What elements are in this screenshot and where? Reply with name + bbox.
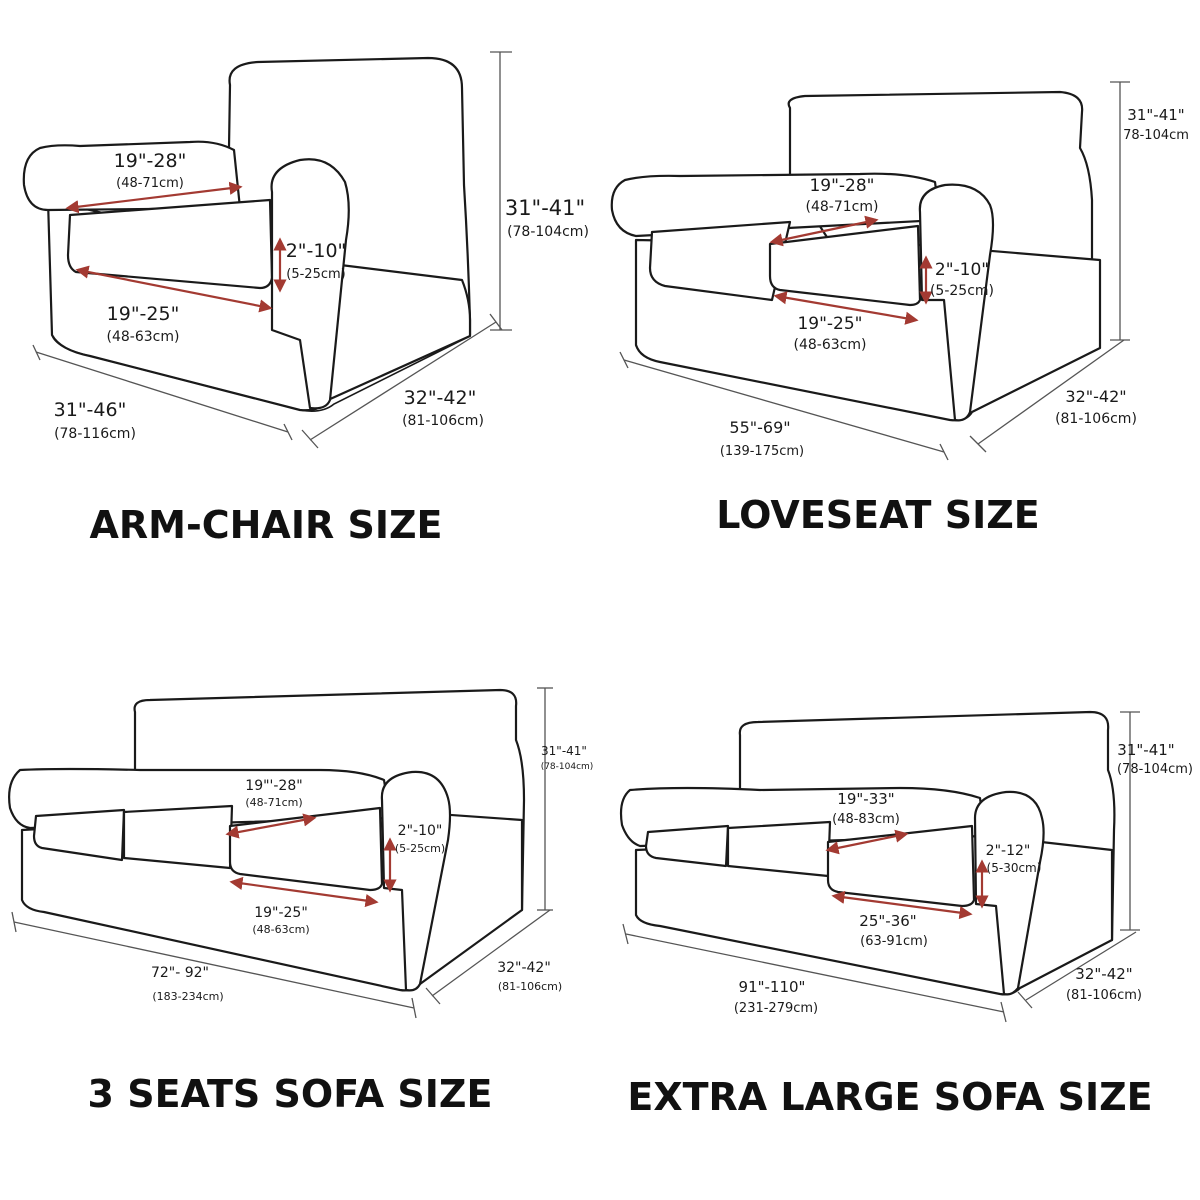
sofa3-height-in: 31"-41": [541, 744, 587, 758]
sofa3-cushion-height-cm: (5-25cm): [395, 842, 445, 855]
xlsofa-width-cm: (231-279cm): [734, 1001, 818, 1016]
loveseat-back-width-cm: (48-71cm): [806, 199, 879, 215]
sofa3-width-line: [13, 921, 415, 1009]
sofa3-right-arm: [380, 770, 452, 992]
loveseat-title: LOVESEAT SIZE: [716, 493, 1039, 537]
loveseat-depth-line: [977, 339, 1125, 445]
xlsofa-width-in: 91"-110": [739, 978, 806, 996]
xlsofa-cushion-mid: [726, 820, 832, 878]
xlsofa-diagram: 19"-33" (48-83cm) 2"-12" (5-30cm) 25"-36…: [619, 710, 1193, 1119]
xlsofa-seat-depth-cm: (63-91cm): [860, 934, 928, 949]
loveseat-back-width-in: 19"-28": [809, 176, 874, 196]
xlsofa-back-width-cm: (48-83cm): [832, 812, 900, 827]
armchair-cushion-height-in: 2"-10": [286, 240, 347, 262]
armchair-height-in: 31"-41": [505, 196, 585, 220]
xlsofa-cushion-height-in: 2"-12": [986, 843, 1031, 859]
sofa3-cushion-mid: [122, 804, 234, 870]
xlsofa-back-width-arrow: [825, 829, 909, 855]
armchair-width-cm: (78-116cm): [54, 426, 136, 442]
sofa3-diagram: 19"'-28" (48-71cm) 2"-10" (5-25cm) 19"-2…: [8, 687, 594, 1116]
xlsofa-cushion-height-cm: (5-30cm): [987, 861, 1042, 875]
sofa3-cushion-left: [32, 808, 126, 862]
sofa3-title: 3 SEATS SOFA SIZE: [88, 1072, 493, 1116]
loveseat-back-width-arrow: [769, 215, 879, 247]
xlsofa-seat-depth-in: 25"-36": [859, 912, 916, 930]
xlsofa-cushion-left: [644, 824, 730, 868]
xlsofa-back-width-in: 19"-33": [837, 790, 894, 808]
sofa3-depth-cm: (81-106cm): [498, 980, 562, 993]
loveseat-diagram: 19"-28" (48-71cm) 2"-10" (5-25cm) 19"-25…: [610, 81, 1189, 537]
armchair-back-width-cm: (48-71cm): [116, 176, 184, 191]
armchair-diagram: 19"-28" (48-71cm) 2"-10" (5-25cm) 19"-25…: [22, 51, 589, 547]
armchair-side-base: [299, 335, 471, 412]
xlsofa-height-cm: (78-104cm): [1117, 762, 1193, 777]
sofa3-cushion-height-in: 2"-10": [398, 823, 443, 839]
loveseat-seat-cushion-left: [648, 220, 792, 302]
xlsofa-depth-in: 32"-42": [1075, 965, 1132, 983]
loveseat-cushion-height-cm: (5-25cm): [930, 283, 994, 299]
loveseat-right-arm: [918, 183, 995, 422]
sofa3-seat-depth-cm: (48-63cm): [252, 923, 309, 936]
armchair-cushion-height-cm: (5-25cm): [286, 267, 345, 282]
loveseat-depth-cm: (81-106cm): [1055, 411, 1137, 427]
sofa3-depth-in: 32"-42": [497, 960, 551, 976]
loveseat-seat-depth-cm: (48-63cm): [794, 337, 867, 353]
xlsofa-right-arm: [973, 790, 1045, 996]
xlsofa-title: EXTRA LARGE SOFA SIZE: [627, 1075, 1152, 1119]
sofa3-width-in: 72"- 92": [151, 965, 209, 981]
xlsofa-seat-depth-arrow: [831, 890, 973, 920]
loveseat-height-cm: 78-104cm: [1123, 128, 1189, 143]
armchair-height-cm: (78-104cm): [507, 224, 589, 240]
armchair-depth-cm: (81-106cm): [402, 413, 484, 429]
sofa3-width-cm: (183-234cm): [152, 990, 223, 1003]
armchair-depth-in: 32"-42": [404, 387, 477, 409]
loveseat-cushion-height-in: 2"-10": [935, 260, 989, 280]
xlsofa-height-in: 31"-41": [1117, 741, 1174, 759]
sofa3-seat-depth-arrow: [229, 876, 379, 908]
loveseat-depth-in: 32"-42": [1065, 387, 1126, 406]
loveseat-seat-depth-arrow: [773, 291, 919, 325]
armchair-width-in: 31"-46": [54, 399, 127, 421]
xlsofa-depth-line: [1025, 931, 1137, 1001]
loveseat-width-cm: (139-175cm): [720, 444, 804, 459]
xlsofa-width-line: [625, 933, 1005, 1013]
armchair-title: ARM-CHAIR SIZE: [89, 503, 442, 547]
sofa3-height-cm: (78-104cm): [541, 762, 594, 772]
armchair-seat-depth-arrow: [75, 265, 273, 313]
sofa3-seat-depth-in: 19"-25": [254, 905, 308, 921]
loveseat-height-in: 31"-41": [1127, 106, 1184, 124]
armchair-seat-depth-cm: (48-63cm): [107, 329, 180, 345]
xlsofa-depth-cm: (81-106cm): [1066, 988, 1142, 1003]
armchair-back-width-in: 19"-28": [114, 150, 187, 172]
sofa3-back-width-cm: (48-71cm): [245, 796, 302, 809]
loveseat-seat-depth-in: 19"-25": [797, 314, 862, 334]
armchair-seat-depth-in: 19"-25": [107, 303, 180, 325]
armchair-back-width-arrow: [65, 181, 243, 214]
loveseat-width-in: 55"-69": [729, 418, 790, 437]
loveseat-width-line: [623, 359, 945, 453]
sofa3-back-width-in: 19"'-28": [245, 778, 302, 794]
armchair-right-arm: [270, 158, 350, 410]
sofa3-back-width-arrow: [225, 813, 317, 839]
armchair-depth-line: [309, 321, 497, 441]
sofa3-depth-line: [431, 909, 551, 997]
armchair-width-line: [35, 351, 289, 433]
armchair-front-base: [51, 334, 301, 411]
